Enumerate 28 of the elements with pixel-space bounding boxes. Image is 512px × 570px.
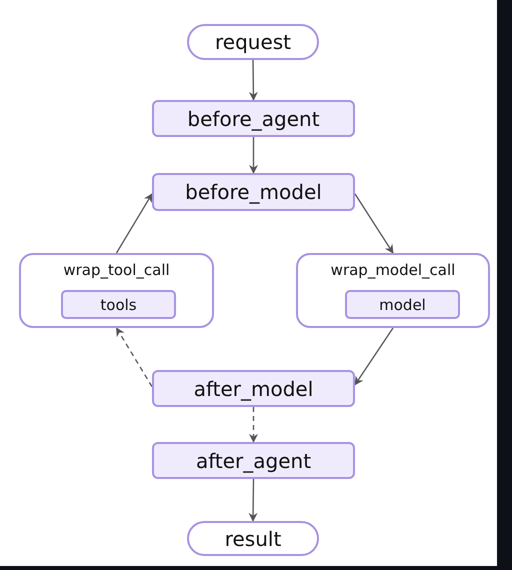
node-label: tools <box>100 296 137 314</box>
group-box <box>19 253 214 328</box>
terminal-pill <box>187 24 319 60</box>
node-label: before_model <box>185 180 322 204</box>
group-box <box>296 253 490 328</box>
node-label: model <box>379 296 426 314</box>
arrow <box>249 407 258 443</box>
process-box <box>61 290 176 319</box>
process-box <box>152 442 355 479</box>
node-label: result <box>224 526 282 550</box>
node-label: after_model <box>194 376 314 400</box>
node-label: before_agent <box>187 106 320 130</box>
arrow <box>248 60 258 101</box>
node-label: after_agent <box>196 448 312 472</box>
node-label: request <box>214 30 292 54</box>
process-box <box>345 290 460 319</box>
arrow <box>354 328 394 386</box>
arrow <box>354 194 394 254</box>
arrow <box>116 193 153 254</box>
process-box <box>152 370 355 407</box>
terminal-pill <box>187 521 319 556</box>
arrow <box>248 479 258 522</box>
process-box <box>152 173 355 211</box>
process-box <box>152 100 355 137</box>
arrow <box>249 137 258 174</box>
node-label: wrap_tool_call <box>63 261 170 279</box>
arrow <box>116 327 153 387</box>
node-label: wrap_model_call <box>330 261 456 279</box>
